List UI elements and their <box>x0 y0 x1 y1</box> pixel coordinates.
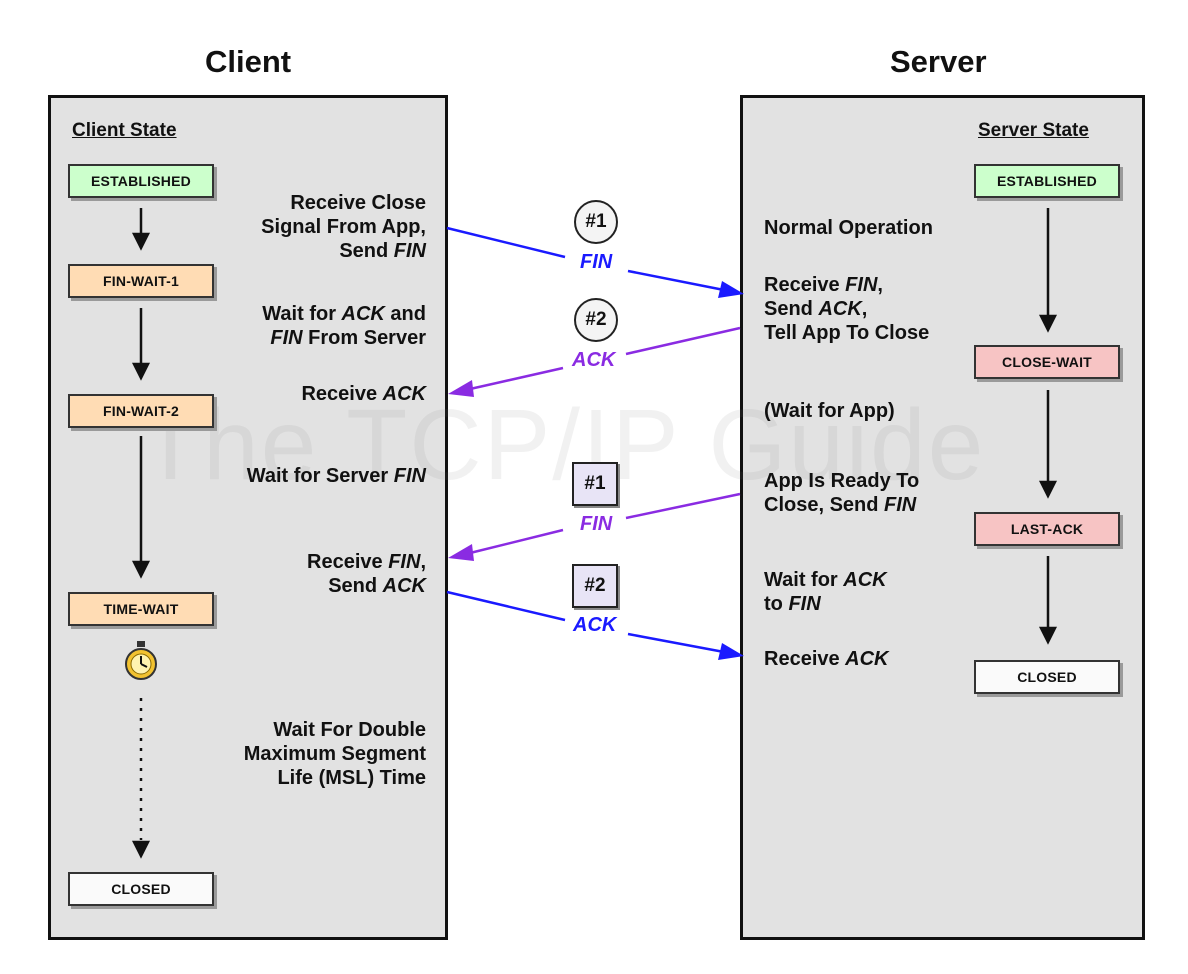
label-wait-ack-fin: Wait for ACK and FIN From Server <box>262 303 426 349</box>
label-receive-fin-server: Receive FIN, Send ACK, Tell App To Close <box>764 274 930 344</box>
server-state-close-wait: CLOSE-WAIT <box>974 345 1120 379</box>
label-app-ready: App Is Ready To Close, Send FIN <box>764 470 920 516</box>
arrow-msg2-ack <box>448 326 741 397</box>
label-wait-ack-to-fin: Wait for ACK to FIN <box>764 569 887 615</box>
server-state-established: ESTABLISHED <box>974 164 1120 198</box>
client-state-established: ESTABLISHED <box>68 164 214 198</box>
arrow-msg1-fin <box>446 226 744 298</box>
client-state-header: Client State <box>72 120 177 141</box>
label-receive-close-signal: Receive Close Signal From App, Send FIN <box>261 192 426 262</box>
client-state-fin-wait-1: FIN-WAIT-1 <box>68 264 214 298</box>
watermark: The TCP/IP Guide <box>140 389 986 501</box>
label-receive-fin-send-ack: Receive FIN, Send ACK <box>307 551 426 597</box>
label-wait-for-app: (Wait for App) <box>764 400 895 422</box>
client-state-arrows <box>131 208 151 859</box>
label-wait-server-fin: Wait for Server FIN <box>246 465 426 487</box>
msg2-label: ACK <box>572 349 616 371</box>
arrow-msg3-fin <box>448 492 741 561</box>
msg3-badge: #1 <box>572 462 618 506</box>
msg1-label: FIN <box>580 251 613 273</box>
msg1-badge: #1 <box>574 200 618 244</box>
client-title: Client <box>205 44 292 79</box>
client-state-closed: CLOSED <box>68 872 214 906</box>
server-title: Server <box>890 44 987 79</box>
label-normal-operation: Normal Operation <box>764 217 933 239</box>
client-panel <box>48 95 448 940</box>
stopwatch-icon <box>125 641 157 680</box>
msg2-badge: #2 <box>574 298 618 342</box>
msg3-label: FIN <box>580 513 613 535</box>
arrow-msg4-ack <box>446 590 744 660</box>
msg4-label: ACK <box>573 614 617 636</box>
server-state-closed: CLOSED <box>974 660 1120 694</box>
msg4-badge: #2 <box>572 564 618 608</box>
client-state-fin-wait-2: FIN-WAIT-2 <box>68 394 214 428</box>
client-state-time-wait: TIME-WAIT <box>68 592 214 626</box>
label-client-receive-ack: Receive ACK <box>301 383 426 405</box>
label-server-receive-ack: Receive ACK <box>764 648 889 670</box>
server-state-arrows <box>1038 208 1058 645</box>
server-state-header: Server State <box>978 120 1089 141</box>
server-state-last-ack: LAST-ACK <box>974 512 1120 546</box>
label-wait-double-msl: Wait For Double Maximum Segment Life (MS… <box>243 719 426 789</box>
